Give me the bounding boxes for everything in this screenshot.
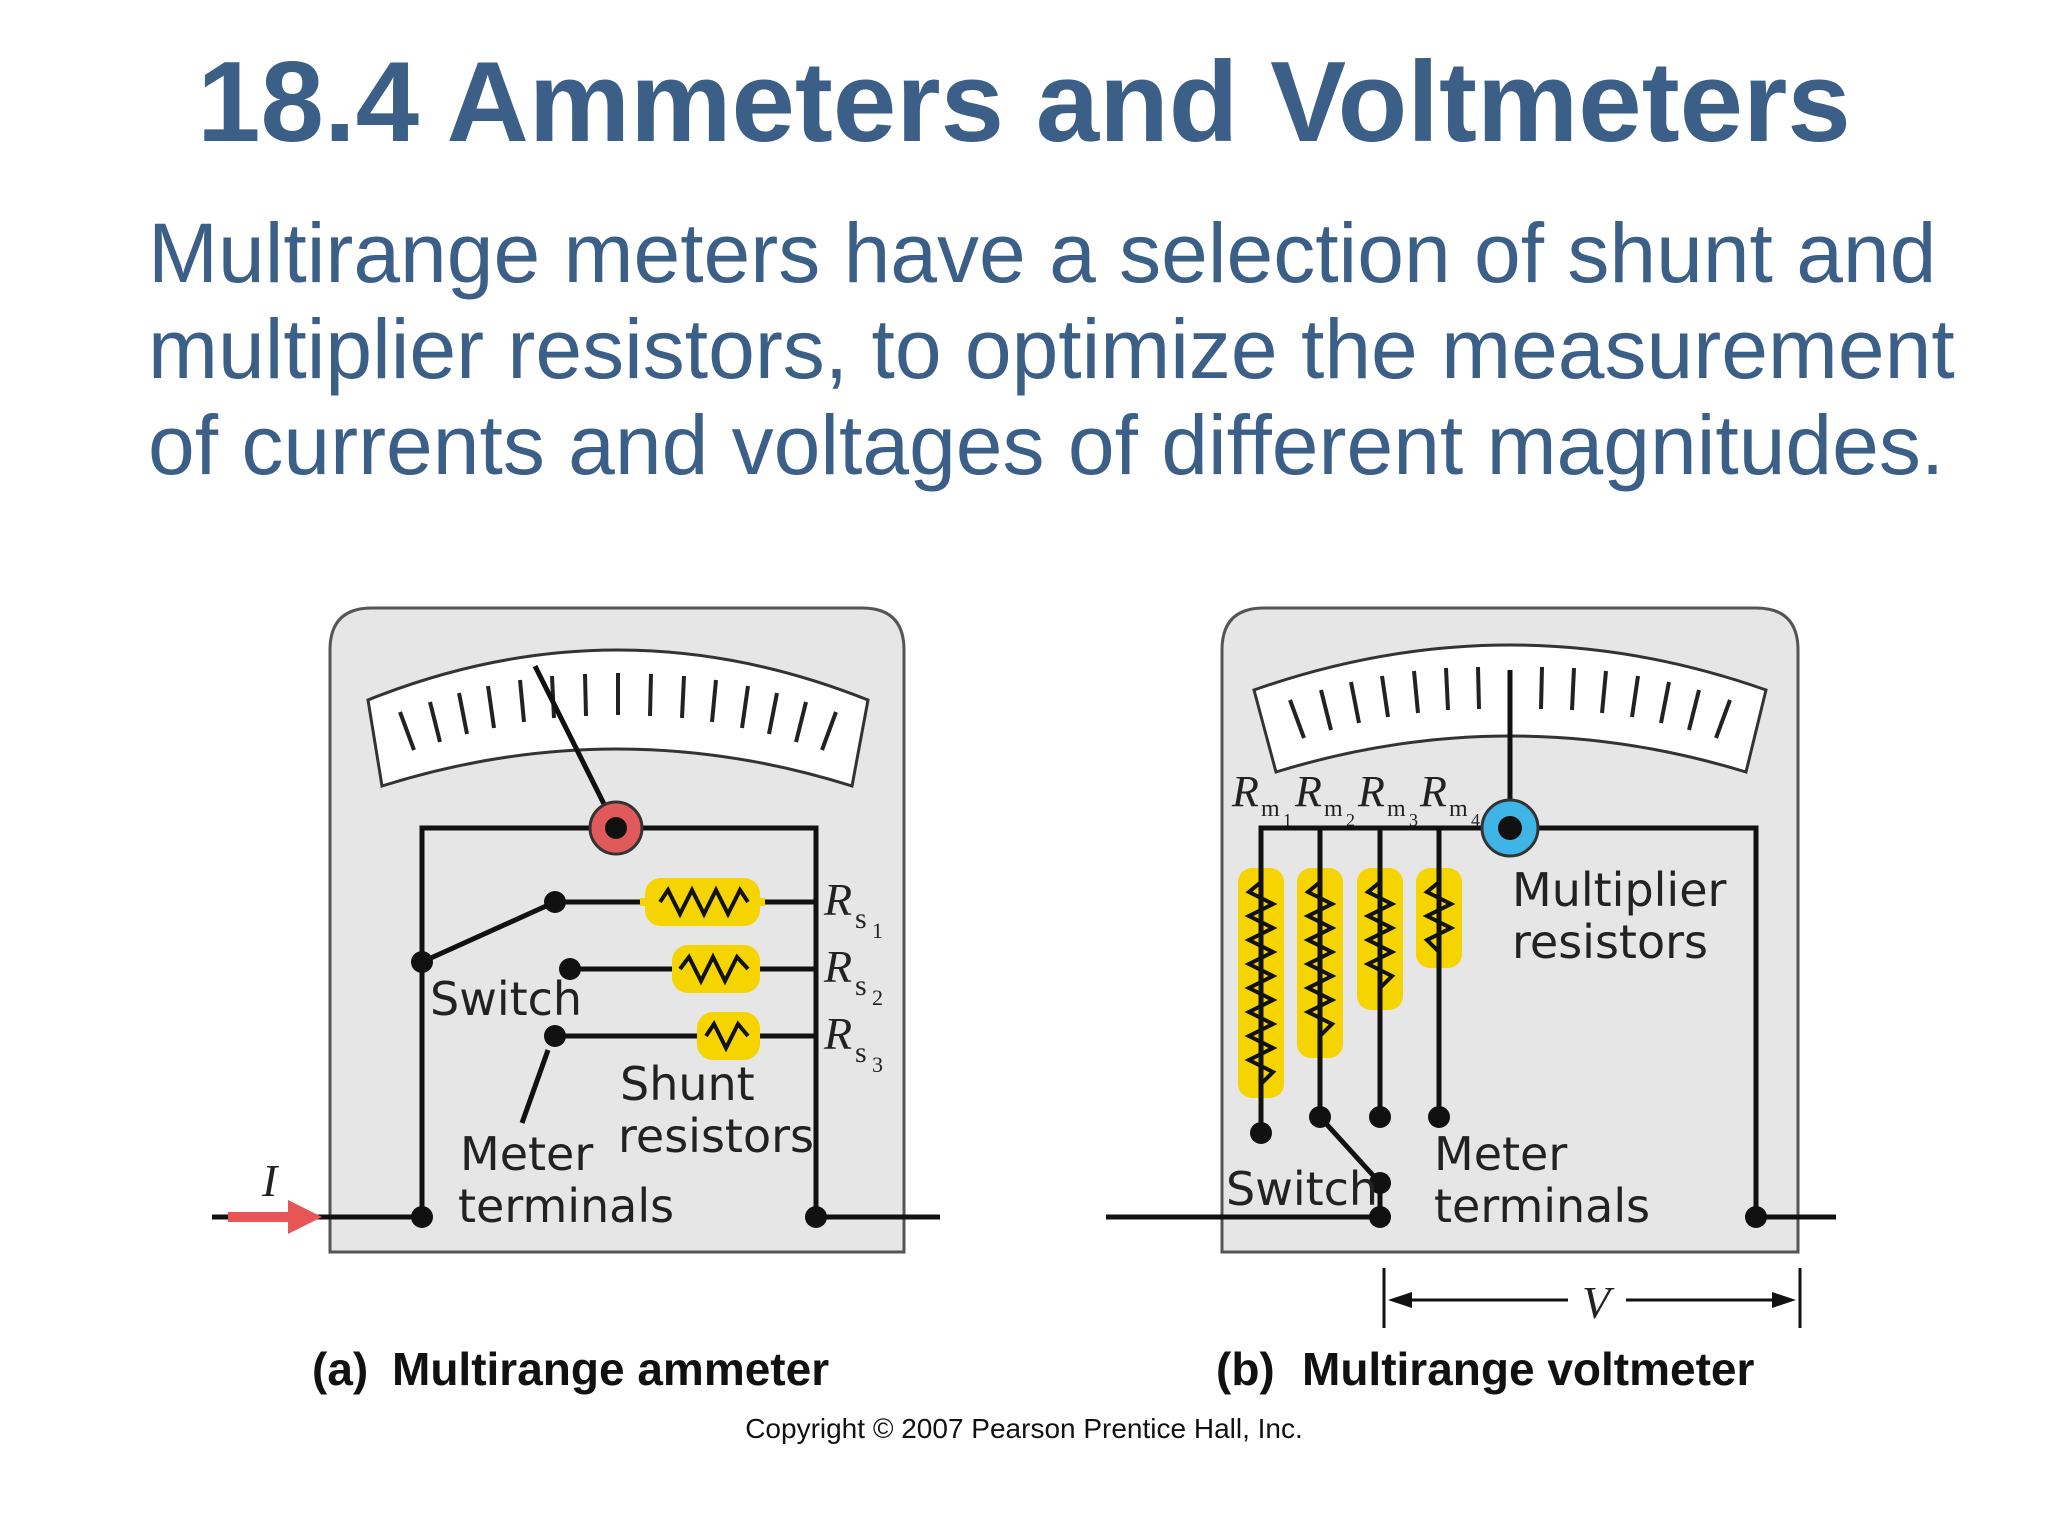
body-text: Multirange meters have a selection of sh… (148, 205, 1955, 493)
voltage-dimension (1382, 1268, 1802, 1328)
ammeter-needle (532, 664, 619, 830)
switch-contact (1428, 1106, 1450, 1128)
multiplier-resistor-1 (1244, 880, 1278, 1086)
multiplier-resistor-3 (1363, 880, 1397, 990)
ammeter-diagram: I R s 1 R s 2 R s 3 Switch Shunt resisto… (212, 606, 940, 1395)
shunt-resistors-label: resistors (618, 1109, 814, 1163)
meter-terminals-label: Meter (460, 1127, 593, 1181)
switch-pivot (1369, 1172, 1391, 1194)
shunt-label-rs1: R s 1 (823, 874, 883, 943)
copyright-notice: Copyright © 2007 Pearson Prentice Hall, … (745, 1413, 1303, 1444)
switch-pivot (411, 951, 433, 973)
meter-terminals-label: Meter (1434, 1127, 1567, 1181)
svg-text:2: 2 (1346, 810, 1355, 830)
svg-text:4: 4 (1471, 810, 1480, 830)
body-line: of currents and voltages of different ma… (148, 398, 1945, 492)
meter-terminal (1369, 1206, 1391, 1228)
shunt-resistor-3 (704, 1020, 750, 1053)
multiplier-resistor-4 (1422, 880, 1456, 954)
multiplier-label-rm2: R m 2 (1294, 767, 1355, 830)
meter-terminal (805, 1206, 827, 1228)
switch-contact (1309, 1106, 1331, 1128)
voltmeter-ticks (1288, 666, 1732, 739)
voltmeter-caption: Multirange voltmeter (1302, 1343, 1755, 1395)
shunt-resistors-label: Shunt (620, 1057, 755, 1111)
switch-label: Switch (430, 972, 582, 1026)
svg-text:1: 1 (1283, 810, 1292, 830)
voltmeter-caption-letter: (b) (1216, 1343, 1275, 1395)
ammeter-caption-letter: (a) (312, 1343, 368, 1395)
voltmeter-diagram: R m 1 R m 2 R m 3 R m 4 Multiplier resis… (1106, 606, 1836, 1395)
svg-text:R: R (823, 1008, 852, 1059)
svg-text:s: s (855, 902, 867, 935)
voltmeter-body (1220, 606, 1800, 1254)
svg-text:R: R (823, 874, 852, 925)
body-line: Multirange meters have a selection of sh… (148, 206, 1937, 300)
body-line: multiplier resistors, to optimize the me… (148, 302, 1955, 396)
ammeter-scale (366, 648, 870, 788)
switch-contact (559, 958, 581, 980)
svg-text:R: R (1294, 767, 1322, 816)
svg-text:m: m (1324, 796, 1343, 822)
svg-text:m: m (1449, 796, 1468, 822)
multiplier-resistor-2 (1303, 880, 1337, 1038)
meter-terminal (411, 1206, 433, 1228)
multiplier-label-rm1: R m 1 (1231, 767, 1292, 830)
shunt-resistor-2 (678, 952, 750, 986)
meter-terminals-label: terminals (458, 1179, 674, 1233)
meter-terminal (1745, 1206, 1767, 1228)
svg-text:s: s (855, 1036, 867, 1069)
switch-label: Switch (1226, 1162, 1378, 1216)
svg-text:3: 3 (1409, 810, 1418, 830)
svg-text:1: 1 (872, 918, 883, 943)
svg-text:3: 3 (872, 1052, 883, 1077)
svg-text:m: m (1387, 796, 1406, 822)
meter-terminals-label: terminals (1434, 1179, 1650, 1233)
svg-text:R: R (1419, 767, 1447, 816)
switch-contact (544, 891, 566, 913)
switch-contact (544, 1025, 566, 1047)
ammeter-body (328, 606, 906, 1254)
svg-text:R: R (823, 941, 852, 992)
switch-contact (1250, 1122, 1272, 1144)
multiplier-resistors-label: Multiplier (1512, 863, 1727, 917)
shunt-resistor-1 (658, 885, 750, 919)
current-label: I (261, 1155, 280, 1206)
shunt-label-rs2: R s 2 (823, 941, 883, 1010)
page-title: 18.4 Ammeters and Voltmeters (197, 39, 1851, 166)
voltage-label: V (1582, 1277, 1615, 1328)
svg-text:R: R (1357, 767, 1385, 816)
current-arrow (228, 1200, 322, 1234)
multiplier-resistors-label: resistors (1512, 915, 1708, 969)
ammeter-caption: Multirange ammeter (392, 1343, 829, 1395)
multiplier-label-rm3: R m 3 (1357, 767, 1418, 830)
svg-text:R: R (1231, 767, 1259, 816)
shunt-label-rs3: R s 3 (823, 1008, 883, 1077)
multiplier-label-rm4: R m 4 (1419, 767, 1480, 830)
svg-text:2: 2 (872, 985, 883, 1010)
svg-text:m: m (1261, 796, 1280, 822)
svg-text:s: s (855, 969, 867, 1002)
switch-contact (1369, 1106, 1391, 1128)
